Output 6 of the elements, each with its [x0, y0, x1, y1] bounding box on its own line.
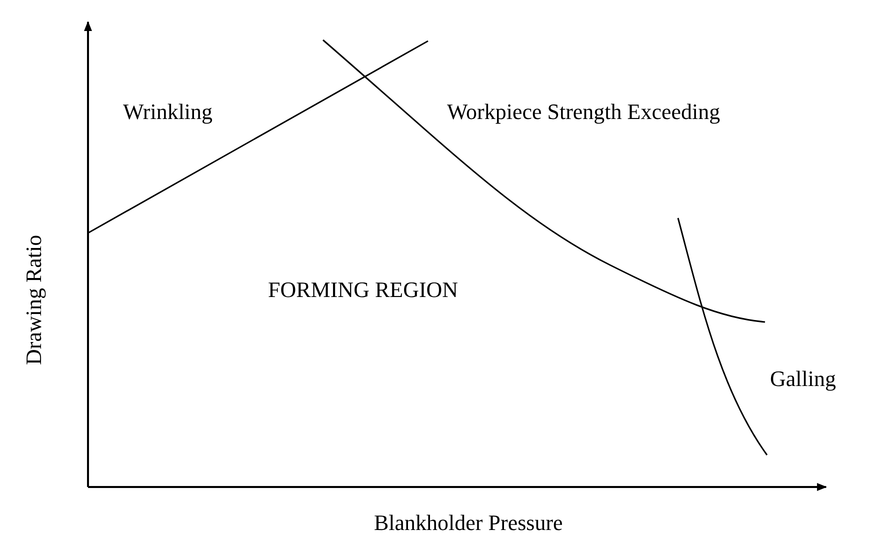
axis-title: Blankholder Pressure [374, 511, 563, 536]
region-label: Wrinkling [123, 100, 213, 124]
region-label: FORMING REGION [268, 278, 458, 302]
axis-title: Drawing Ratio [22, 234, 46, 365]
region-label: Workpiece Strength Exceeding [447, 100, 720, 124]
region-label: Galling [770, 367, 836, 392]
